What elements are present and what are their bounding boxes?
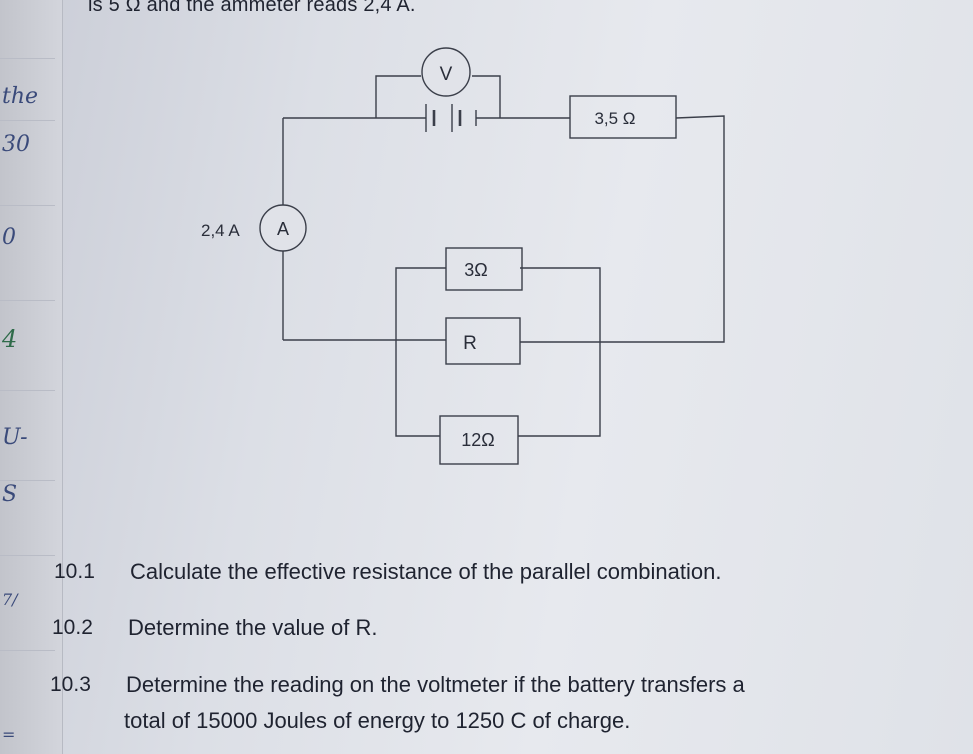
margin-handwriting: 0 (2, 225, 16, 250)
series-resistor (569, 95, 677, 139)
ruled-line (0, 650, 55, 651)
resistor-bottom (439, 415, 519, 465)
margin-handwriting: 7/ (2, 590, 18, 609)
margin-handwriting: 4 (2, 325, 18, 353)
series-resistor-label: 3,5 Ω (594, 109, 635, 128)
question-number: 10.1 (54, 560, 95, 583)
ruled-line (0, 58, 55, 59)
resistor-top (445, 247, 523, 291)
margin-handwriting: U- (2, 425, 28, 450)
resistor-middle (445, 317, 521, 365)
question-text: Calculate the effective resistance of th… (130, 559, 722, 584)
parallel-left-rail (395, 267, 446, 437)
ammeter (259, 204, 307, 252)
resistor-top-label: 3Ω (464, 260, 487, 280)
adjacent-page-margin: the 30 0 4 U- S 7/ = (0, 0, 63, 754)
voltmeter-lead (375, 75, 421, 118)
ammeter-label: A (277, 219, 289, 239)
voltmeter-lead (472, 75, 501, 118)
question-text: Determine the value of R. (128, 615, 378, 640)
parallel-right-rail (518, 267, 601, 437)
margin-handwriting: S (2, 482, 18, 507)
ammeter-reading: 2,4 A (201, 221, 240, 240)
margin-handwriting: = (2, 725, 16, 744)
voltmeter-label: V (440, 64, 453, 85)
question-text-continued: total of 15000 Joules of energy to 1250 … (124, 708, 631, 733)
ruled-line (0, 480, 55, 481)
voltmeter (421, 47, 471, 97)
question-number: 10.2 (52, 616, 93, 639)
margin-handwriting: 30 (2, 132, 30, 157)
ruled-line (0, 120, 55, 121)
ruled-line (0, 205, 55, 206)
question-text: Determine the reading on the voltmeter i… (126, 672, 745, 697)
wire (520, 115, 725, 343)
resistor-bottom-label: 12Ω (461, 430, 494, 450)
ruled-line (0, 390, 55, 391)
ruled-line (0, 300, 55, 301)
intro-text: is 5 Ω and the ammeter reads 2,4 A. (88, 0, 416, 16)
resistor-middle-label: R (463, 333, 477, 354)
ruled-line (0, 555, 55, 556)
question-number: 10.3 (50, 673, 91, 696)
margin-handwriting: the (2, 84, 39, 109)
